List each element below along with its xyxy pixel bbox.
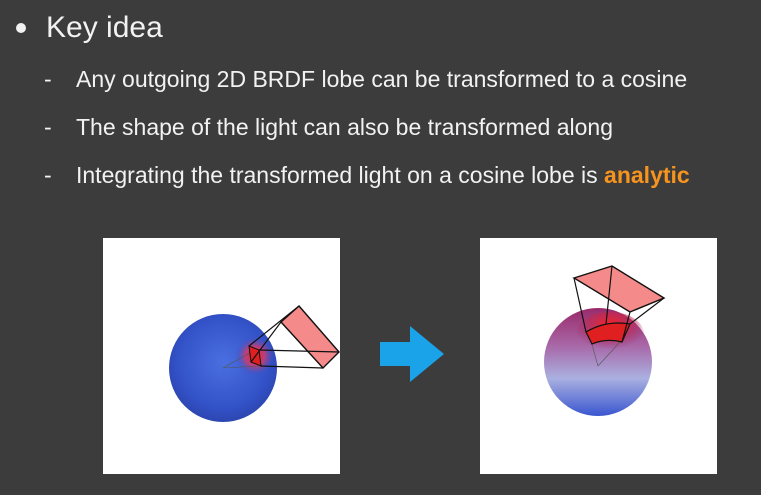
brdf-lobe-sphere-figure bbox=[169, 305, 340, 422]
frustum-edge bbox=[621, 311, 631, 343]
frustum-edge bbox=[250, 321, 282, 363]
sub-bullet-1-text: Any outgoing 2D BRDF lobe can be transfo… bbox=[76, 66, 688, 92]
figure-right-panel bbox=[480, 238, 717, 474]
analytic-highlight: analytic bbox=[604, 162, 690, 188]
center-line bbox=[597, 341, 621, 367]
frustum-edge bbox=[248, 305, 300, 347]
dash-2: - bbox=[44, 114, 52, 140]
cosine-lobe-sphere-figure bbox=[544, 265, 666, 416]
figure-left-panel bbox=[103, 238, 340, 474]
bullet-key-idea-text: Key idea bbox=[46, 11, 163, 44]
bullet-dot-icon bbox=[16, 23, 26, 33]
center-line bbox=[222, 365, 262, 369]
sub-bullet-2: - The shape of the light can also be tra… bbox=[44, 112, 613, 142]
frustum-edge bbox=[629, 297, 665, 325]
light-polygon-right bbox=[572, 265, 666, 313]
sub-bullet-2-text: The shape of the light can also be trans… bbox=[76, 114, 614, 140]
dash-3: - bbox=[44, 162, 52, 188]
frustum-edge bbox=[573, 277, 587, 333]
light-polygon-left bbox=[280, 305, 340, 370]
sub-bullet-3: - Integrating the transformed light on a… bbox=[44, 160, 690, 190]
frustum-edge bbox=[605, 265, 613, 325]
sub-bullet-3-plain: Integrating the transformed light on a c… bbox=[76, 162, 605, 188]
sub-bullet-1: - Any outgoing 2D BRDF lobe can be trans… bbox=[44, 64, 687, 94]
frustum-edge bbox=[260, 365, 324, 369]
sub-bullet-3-text: Integrating the transformed light on a c… bbox=[76, 160, 690, 190]
dash-1: - bbox=[44, 66, 52, 92]
frustum-edge bbox=[258, 349, 340, 353]
right-arrow-icon bbox=[380, 326, 444, 382]
bullet-key-idea: Key idea bbox=[14, 10, 163, 46]
